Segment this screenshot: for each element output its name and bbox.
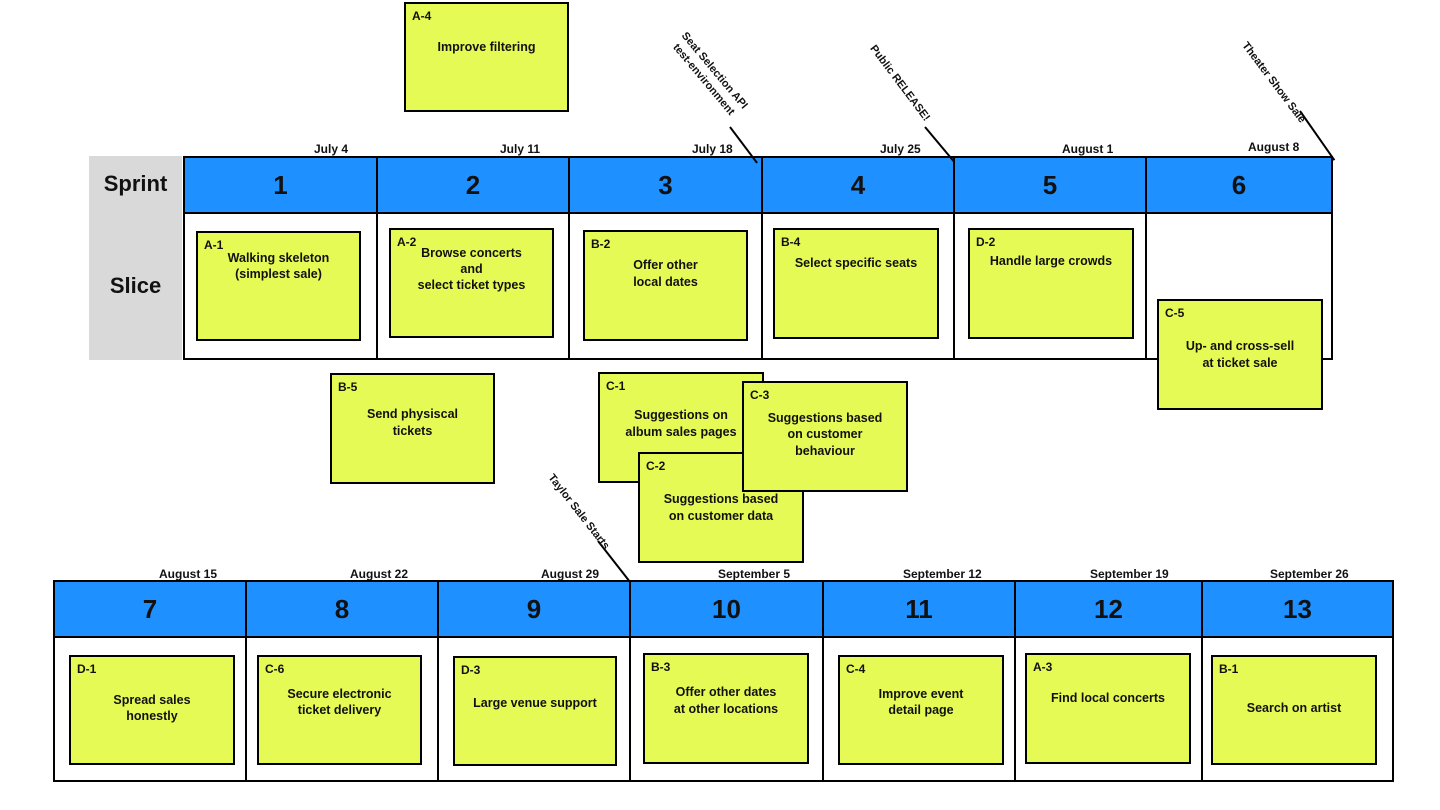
milestone-theater-show: Theater Show Sale bbox=[1239, 40, 1308, 126]
sprint-date-3: July 18 bbox=[692, 142, 733, 156]
sprint-date-9: August 29 bbox=[541, 567, 600, 581]
sticky-text: Handle large crowds bbox=[989, 254, 1113, 269]
sticky-code: A-1 bbox=[204, 238, 224, 252]
sticky-code: A-3 bbox=[1033, 660, 1053, 674]
sticky-code: B-3 bbox=[651, 660, 671, 674]
sticky-text: Suggestions based on customer data bbox=[663, 492, 779, 523]
sprint-header-3: 3 bbox=[568, 156, 763, 214]
sprint-date-1: July 4 bbox=[314, 142, 349, 156]
sticky-note-c5[interactable]: C-5 Up- and cross-sell at ticket sale bbox=[1157, 299, 1323, 410]
sticky-text: Browse concerts and select ticket types bbox=[417, 245, 526, 293]
sticky-note-b4[interactable]: B-4 Select specific seats bbox=[773, 228, 939, 339]
sprint-header-13: 13 bbox=[1201, 580, 1394, 638]
sticky-note-b5[interactable]: B-5 Send physiscal tickets bbox=[330, 373, 495, 484]
sprint-header-2: 2 bbox=[376, 156, 570, 214]
slice-row-label: Slice bbox=[89, 212, 182, 360]
sticky-text: Up- and cross-sell at ticket sale bbox=[1185, 339, 1295, 370]
sticky-text: Walking skeleton (simplest sale) bbox=[227, 250, 330, 281]
sticky-note-b1[interactable]: B-1 Search on artist bbox=[1211, 655, 1377, 765]
sticky-note-c6[interactable]: C-6 Secure electronic ticket delivery bbox=[257, 655, 422, 765]
sticky-text: Find local concerts bbox=[1051, 691, 1165, 706]
sticky-code: C-2 bbox=[646, 459, 666, 473]
sticky-text: Large venue support bbox=[473, 695, 597, 710]
sticky-text: Send physiscal tickets bbox=[366, 407, 458, 438]
sticky-text: Improve event detail page bbox=[878, 686, 964, 717]
sticky-code: B-1 bbox=[1219, 662, 1239, 676]
sticky-text: Search on artist bbox=[1246, 700, 1342, 715]
sprint-header-12: 12 bbox=[1014, 580, 1203, 638]
sticky-note-d1[interactable]: D-1 Spread sales honestly bbox=[69, 655, 235, 765]
sprint-header-1: 1 bbox=[183, 156, 378, 214]
sprint-header-7: 7 bbox=[53, 580, 247, 638]
sticky-note-a4[interactable]: A-4 Improve filtering bbox=[404, 2, 569, 112]
sticky-text: Suggestions on album sales pages bbox=[625, 408, 737, 439]
sprint-header-9: 9 bbox=[437, 580, 631, 638]
sprint-header-4: 4 bbox=[761, 156, 955, 214]
sprint-header-11: 11 bbox=[822, 580, 1016, 638]
milestone-taylor-sale: Taylor Sale Starts bbox=[545, 472, 612, 552]
sticky-note-c3[interactable]: C-3 Suggestions based on customer behavi… bbox=[742, 381, 908, 492]
sticky-code: B-5 bbox=[338, 380, 358, 394]
sprint-date-4: July 25 bbox=[880, 142, 921, 156]
sprint-header-5: 5 bbox=[953, 156, 1147, 214]
sticky-code: B-2 bbox=[591, 237, 611, 251]
sprint-row-label: Sprint bbox=[89, 156, 182, 212]
sticky-text: Offer other local dates bbox=[633, 258, 698, 289]
sticky-text: Secure electronic ticket delivery bbox=[287, 686, 392, 717]
sprint-date-12: September 19 bbox=[1090, 567, 1169, 581]
sticky-code: A-2 bbox=[397, 235, 417, 249]
sticky-code: C-1 bbox=[606, 379, 626, 393]
sticky-code: C-4 bbox=[846, 662, 866, 676]
sprint-date-7: August 15 bbox=[159, 567, 218, 581]
sprint-header-8: 8 bbox=[245, 580, 439, 638]
milestone-public-release: Public RELEASE! bbox=[867, 43, 933, 124]
milestone-seat-selection: Seat Selection API test-environment bbox=[670, 30, 750, 118]
sticky-code: D-3 bbox=[461, 663, 481, 677]
sprint-date-2: July 11 bbox=[500, 142, 541, 156]
sticky-text: Improve filtering bbox=[437, 39, 536, 54]
sticky-text: Select specific seats bbox=[794, 256, 918, 271]
sticky-note-d2[interactable]: D-2 Handle large crowds bbox=[968, 228, 1134, 339]
sprint-date-11: September 12 bbox=[903, 567, 982, 581]
sprint-header-10: 10 bbox=[629, 580, 824, 638]
sticky-note-a3[interactable]: A-3 Find local concerts bbox=[1025, 653, 1191, 764]
sprint-date-13: September 26 bbox=[1270, 567, 1349, 581]
sticky-note-a2[interactable]: A-2 Browse concerts and select ticket ty… bbox=[389, 228, 554, 338]
sticky-code: C-5 bbox=[1165, 306, 1185, 320]
sticky-text: Offer other dates at other locations bbox=[673, 685, 779, 716]
sprint-date-10: September 5 bbox=[718, 567, 791, 581]
sticky-code: A-4 bbox=[412, 9, 432, 23]
sprint-header-6: 6 bbox=[1145, 156, 1333, 214]
sticky-code: B-4 bbox=[781, 235, 801, 249]
sticky-note-a1[interactable]: A-1 Walking skeleton (simplest sale) bbox=[196, 231, 361, 341]
sprint-date-8: August 22 bbox=[350, 567, 409, 581]
sticky-text: Suggestions based on customer behaviour bbox=[767, 411, 883, 458]
sticky-note-c4[interactable]: C-4 Improve event detail page bbox=[838, 655, 1004, 765]
sticky-code: C-3 bbox=[750, 388, 770, 402]
sticky-code: D-2 bbox=[976, 235, 996, 249]
sticky-text: Spread sales honestly bbox=[113, 692, 191, 723]
sticky-note-b2[interactable]: B-2 Offer other local dates bbox=[583, 230, 748, 341]
sticky-code: C-6 bbox=[265, 662, 285, 676]
sprint-date-5: August 1 bbox=[1062, 142, 1114, 156]
sticky-note-d3[interactable]: D-3 Large venue support bbox=[453, 656, 617, 766]
sticky-code: D-1 bbox=[77, 662, 97, 676]
sticky-note-b3[interactable]: B-3 Offer other dates at other locations bbox=[643, 653, 809, 764]
sprint-date-6: August 8 bbox=[1248, 140, 1300, 154]
